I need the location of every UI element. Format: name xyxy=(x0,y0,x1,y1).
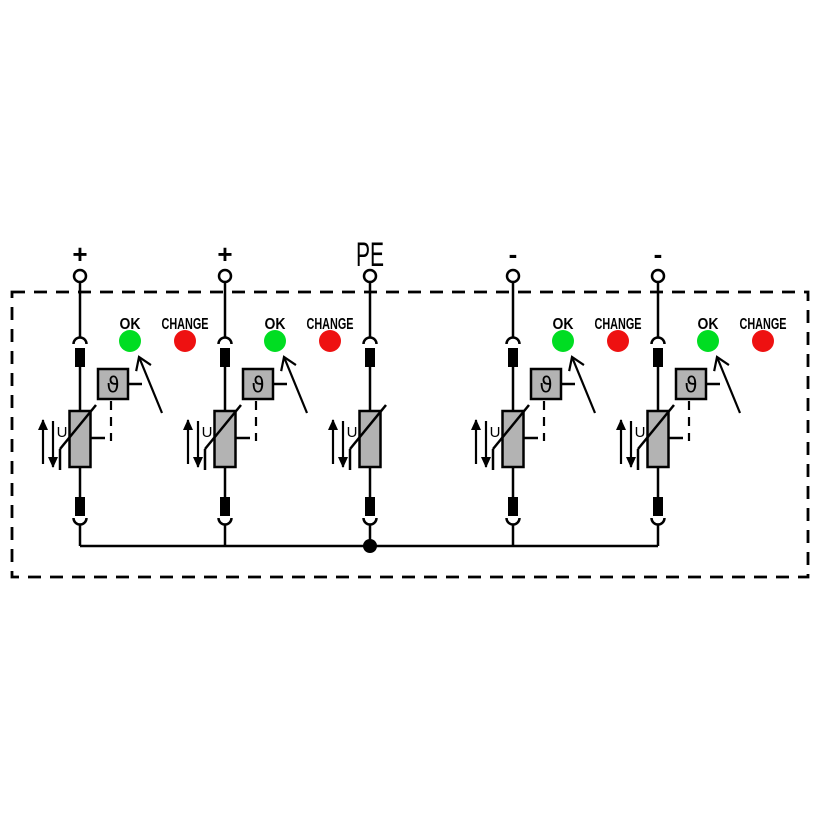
disconnect-socket-bottom xyxy=(72,517,88,526)
disconnect-plug-bottom xyxy=(508,497,518,516)
disconnect-plug-top xyxy=(220,348,230,367)
disconnect-socket-top xyxy=(217,336,233,345)
ok-led-label: OK xyxy=(698,316,719,333)
change-led-label: CHANGE xyxy=(162,316,209,333)
change-led xyxy=(607,330,629,352)
channel-column-1: + Uϑ OK CHANGE xyxy=(38,239,209,546)
channel-column-4: - Uϑ OK CHANGE xyxy=(471,239,642,546)
disconnect-plug-bottom xyxy=(653,497,663,516)
change-led-label: CHANGE xyxy=(595,316,642,333)
disconnect-plug-bottom xyxy=(220,497,230,516)
voltage-symbol-label: U xyxy=(202,424,213,441)
ok-led xyxy=(552,330,574,352)
change-led xyxy=(319,330,341,352)
ok-led-label: OK xyxy=(265,316,286,333)
voltage-symbol-label: U xyxy=(347,424,358,441)
varistor-body xyxy=(501,409,525,469)
change-led-label: CHANGE xyxy=(740,316,787,333)
voltage-symbol-label: U xyxy=(635,424,646,441)
disconnect-socket-bottom xyxy=(650,517,666,526)
ok-led xyxy=(697,330,719,352)
disconnect-socket-bottom xyxy=(217,517,233,526)
terminal-label: + xyxy=(217,239,232,269)
disconnect-socket-top xyxy=(505,336,521,345)
thermal-symbol-label: ϑ xyxy=(106,373,119,397)
change-led xyxy=(752,330,774,352)
varistor-body xyxy=(358,409,382,469)
bus-junction-dot xyxy=(363,539,377,553)
terminal-circle xyxy=(72,268,88,284)
disconnect-socket-top xyxy=(650,336,666,345)
varistor-body xyxy=(213,409,237,469)
ok-led xyxy=(264,330,286,352)
terminal-circle xyxy=(362,268,378,284)
ok-led xyxy=(119,330,141,352)
terminal-circle xyxy=(505,268,521,284)
disconnect-socket-bottom xyxy=(362,517,378,526)
varistor-diagonal xyxy=(637,404,675,450)
terminal-label: - xyxy=(509,239,518,269)
change-led xyxy=(174,330,196,352)
change-led-label: CHANGE xyxy=(307,316,354,333)
thermal-symbol-label: ϑ xyxy=(539,373,552,397)
terminal-label: - xyxy=(654,239,663,269)
disconnect-plug-top xyxy=(508,348,518,367)
terminal-circle xyxy=(650,268,666,284)
disconnect-plug-bottom xyxy=(75,497,85,516)
channel-column-3: PE U xyxy=(328,236,387,553)
module-dashed-border xyxy=(10,290,810,579)
thermal-disconnect-box xyxy=(529,367,563,401)
disconnect-plug-top xyxy=(75,348,85,367)
disconnect-plug-top xyxy=(653,348,663,367)
voltage-symbol-label: U xyxy=(490,424,501,441)
varistor-diagonal xyxy=(204,404,242,450)
disconnect-plug-bottom xyxy=(365,497,375,516)
thermal-symbol-label: ϑ xyxy=(684,373,697,397)
terminal-label: + xyxy=(72,239,87,269)
status-arrow xyxy=(568,355,597,414)
channel-column-5: - Uϑ OK CHANGE xyxy=(616,239,787,546)
voltage-symbol-label: U xyxy=(57,424,68,441)
terminal-circle xyxy=(217,268,233,284)
thermal-symbol-label: ϑ xyxy=(251,373,264,397)
ok-led-label: OK xyxy=(553,316,574,333)
ok-led-label: OK xyxy=(120,316,141,333)
varistor-diagonal xyxy=(59,404,97,450)
channel-column-2: + Uϑ OK CHANGE xyxy=(183,239,354,546)
disconnect-plug-top xyxy=(365,348,375,367)
varistor-body xyxy=(68,409,92,469)
disconnect-socket-top xyxy=(72,336,88,345)
varistor-diagonal xyxy=(349,404,387,450)
disconnect-socket-bottom xyxy=(505,517,521,526)
varistor-body xyxy=(646,409,670,469)
status-arrow xyxy=(280,355,309,414)
thermal-disconnect-box xyxy=(241,367,275,401)
status-arrow xyxy=(135,355,164,414)
terminal-label: PE xyxy=(356,236,384,274)
thermal-disconnect-box xyxy=(96,367,130,401)
varistor-diagonal xyxy=(492,404,530,450)
disconnect-socket-top xyxy=(362,336,378,345)
status-arrow xyxy=(713,355,742,414)
